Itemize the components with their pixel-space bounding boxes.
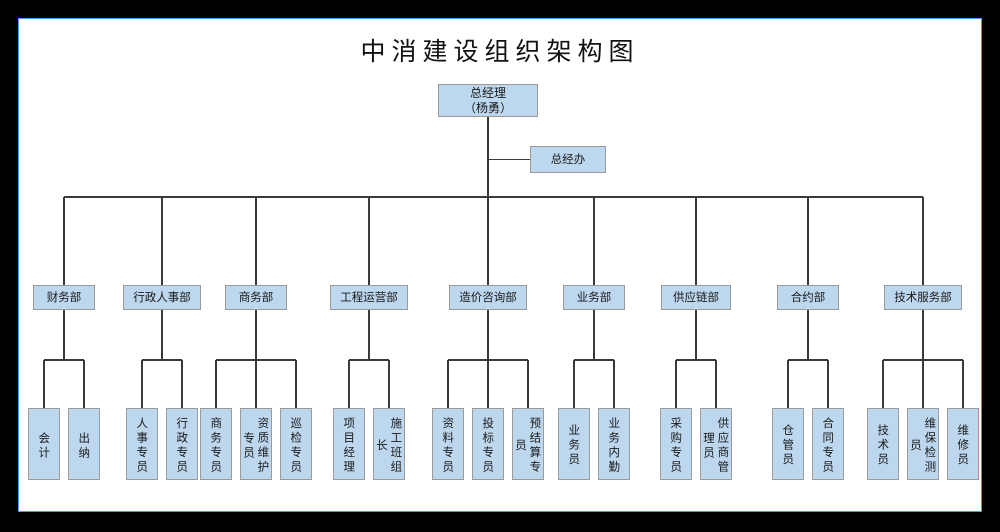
dept-1-drop-line [63, 197, 65, 285]
node-dept-3-leaf-1[interactable]: 商务专员 [200, 408, 232, 480]
node-dept-7[interactable]: 供应链部 [661, 285, 731, 310]
dept-3-subbus-line [216, 359, 296, 361]
dept-6-leaf-1-drop-line [573, 360, 575, 408]
dept-2-drop-line [161, 197, 163, 285]
node-dept-1[interactable]: 财务部 [33, 285, 95, 310]
node-dept-4-leaf-2[interactable]: 施工班组长 [373, 408, 405, 480]
node-dept-5-leaf-1[interactable]: 资料专员 [432, 408, 464, 480]
dept-3-drop-line [255, 197, 257, 285]
node-dept-8-leaf-1[interactable]: 仓管员 [772, 408, 804, 480]
dept-3-stem-line [255, 310, 257, 360]
node-dept-2-leaf-2[interactable]: 行政专员 [166, 408, 198, 480]
dept-8-drop-line [807, 197, 809, 285]
dept-5-leaf-1-drop-line [447, 360, 449, 408]
dept-2-leaf-1-drop-line [141, 360, 143, 408]
node-dept-6-leaf-1[interactable]: 业务员 [558, 408, 590, 480]
dept-9-stem-line [922, 310, 924, 360]
dept-8-leaf-2-drop-line [827, 360, 829, 408]
dept-5-stem-line [487, 310, 489, 360]
dept-1-leaf-2-drop-line [83, 360, 85, 408]
dept-5-leaf-2-drop-line [487, 360, 489, 408]
root-node-general-manager[interactable]: 总经理（杨勇） [438, 84, 538, 117]
root-node-label: 总经理（杨勇） [464, 86, 512, 116]
dept-7-drop-line [695, 197, 697, 285]
dept-8-leaf-1-drop-line [787, 360, 789, 408]
dept-2-subbus-line [142, 359, 182, 361]
node-general-manager-office[interactable]: 总经办 [530, 146, 606, 173]
dept-9-drop-line [922, 197, 924, 285]
node-dept-3[interactable]: 商务部 [225, 285, 287, 310]
node-dept-6-leaf-2[interactable]: 业务内勤 [598, 408, 630, 480]
dept-2-stem-line [161, 310, 163, 360]
node-dept-8[interactable]: 合约部 [777, 285, 839, 310]
dept-9-leaf-2-drop-line [922, 360, 924, 408]
node-dept-3-leaf-3[interactable]: 巡检专员 [280, 408, 312, 480]
node-dept-4[interactable]: 工程运营部 [330, 285, 408, 310]
node-dept-4-leaf-1[interactable]: 项目经理 [333, 408, 365, 480]
dept-5-leaf-3-drop-line [527, 360, 529, 408]
root-node-person: （杨勇） [463, 100, 512, 115]
dept-9-leaf-1-drop-line [882, 360, 884, 408]
trunk-line [487, 117, 489, 197]
dept-3-leaf-2-drop-line [255, 360, 257, 408]
node-dept-5[interactable]: 造价咨询部 [449, 285, 527, 310]
dept-4-subbus-line [349, 359, 389, 361]
node-dept-2-leaf-1[interactable]: 人事专员 [126, 408, 158, 480]
dept-3-leaf-1-drop-line [215, 360, 217, 408]
dept-6-drop-line [593, 197, 595, 285]
node-dept-9-leaf-1[interactable]: 技术员 [867, 408, 899, 480]
node-dept-7-leaf-2[interactable]: 供应商管理员 [700, 408, 732, 480]
node-dept-5-leaf-2[interactable]: 投标专员 [472, 408, 504, 480]
node-dept-9-leaf-3[interactable]: 维修员 [947, 408, 979, 480]
node-dept-1-leaf-2[interactable]: 出纳 [68, 408, 100, 480]
dept-7-leaf-2-drop-line [715, 360, 717, 408]
dept-6-subbus-line [574, 359, 614, 361]
main-bus-line [64, 196, 923, 198]
dept-6-stem-line [593, 310, 595, 360]
dept-5-drop-line [487, 197, 489, 285]
dept-9-leaf-3-drop-line [962, 360, 964, 408]
node-dept-1-leaf-1[interactable]: 会计 [28, 408, 60, 480]
dept-7-leaf-1-drop-line [675, 360, 677, 408]
dept-5-subbus-line [448, 359, 528, 361]
dept-3-leaf-3-drop-line [295, 360, 297, 408]
node-dept-2[interactable]: 行政人事部 [123, 285, 201, 310]
dept-9-subbus-line [883, 359, 963, 361]
page-title: 中消建设组织架构图 [360, 37, 640, 66]
node-dept-9-leaf-2[interactable]: 维保检测员 [907, 408, 939, 480]
dept-7-stem-line [695, 310, 697, 360]
dept-2-leaf-2-drop-line [181, 360, 183, 408]
node-dept-5-leaf-3[interactable]: 预结算专员 [512, 408, 544, 480]
dept-1-subbus-line [44, 359, 84, 361]
dept-4-stem-line [368, 310, 370, 360]
node-dept-7-leaf-1[interactable]: 采购专员 [660, 408, 692, 480]
dept-4-leaf-2-drop-line [388, 360, 390, 408]
node-dept-3-leaf-2[interactable]: 资质维护专员 [240, 408, 272, 480]
node-dept-6[interactable]: 业务部 [563, 285, 625, 310]
node-dept-9[interactable]: 技术服务部 [884, 285, 962, 310]
root-node-title: 总经理 [469, 85, 506, 100]
dept-1-stem-line [63, 310, 65, 360]
node-dept-8-leaf-2[interactable]: 合同专员 [812, 408, 844, 480]
dept-8-subbus-line [788, 359, 828, 361]
staff-branch-line [488, 158, 530, 161]
dept-4-drop-line [368, 197, 370, 285]
dept-1-leaf-1-drop-line [43, 360, 45, 408]
dept-6-leaf-2-drop-line [613, 360, 615, 408]
dept-8-stem-line [807, 310, 809, 360]
dept-7-subbus-line [676, 359, 716, 361]
dept-4-leaf-1-drop-line [348, 360, 350, 408]
